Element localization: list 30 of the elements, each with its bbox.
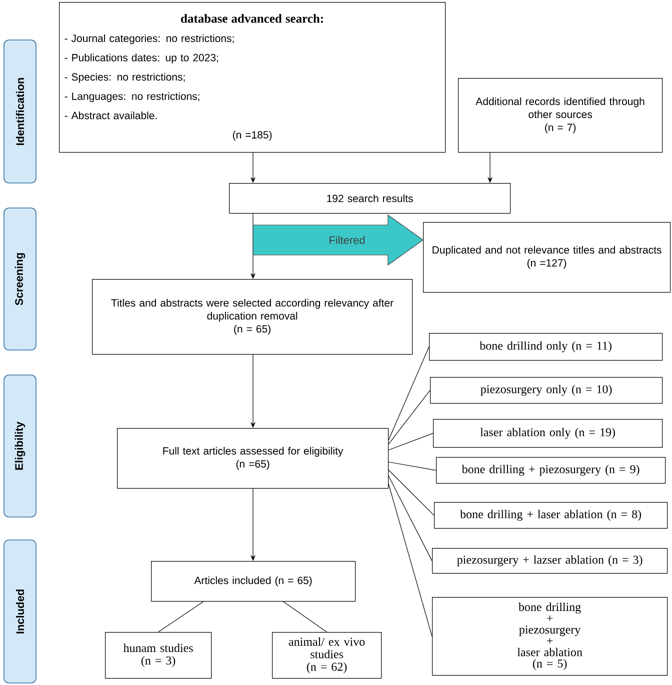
process-box: Full text articles assessed for eligibility (n =65)	[117, 428, 389, 489]
process-box: Additional records identified through other sources (n = 7)	[458, 78, 663, 153]
connector-line	[283, 601, 328, 632]
stage-label: Included	[4, 540, 36, 684]
connector-line	[388, 484, 432, 637]
result-box: animal/ ex vivo studies (n = 62)	[272, 632, 382, 679]
result-box: bone drilling + piezosurgery (n = 9)	[436, 457, 666, 484]
process-box: Articles included (n = 65)	[151, 561, 356, 602]
result-box: laser ablation only (n = 19)	[433, 419, 663, 448]
connector-line	[388, 346, 430, 440]
connector-line	[388, 470, 434, 516]
connector-line	[388, 462, 436, 471]
result-box: piezosurgery only (n = 10)	[430, 377, 663, 404]
connector-line	[388, 476, 432, 562]
result-box: bone drilling + laser ablation (n = 8)	[434, 502, 668, 529]
stage-label: Eligibility	[4, 374, 36, 518]
process-box: Duplicated and not relevance titles and abstracts (n =127)	[423, 222, 671, 293]
result-box: bone drilling + piezosurgery + laser ablation (n = 5)	[432, 597, 668, 676]
result-box: piezosurgery + lazser ablation (n = 3)	[432, 548, 668, 574]
result-box: bone drillind only (n = 11)	[429, 333, 663, 361]
connector-line	[388, 433, 434, 450]
process-box: 192 search results	[229, 183, 511, 214]
edge-label: Filtered	[328, 234, 366, 246]
search-criteria-box: database advanced search: - Journal categories: no restrictions; - Publications dates: up to 2023; - Species: no restrictions; - Languages: no restrictions; - Abstract available. (n =185)	[59, 2, 446, 153]
stage-label: Identification	[4, 40, 36, 184]
connector-line	[388, 390, 430, 444]
connector-line	[158, 601, 204, 632]
stage-label: Screening	[4, 208, 36, 350]
process-box: Titles and abstracts were selected according relevancy after duplication removal (n = 65)	[92, 279, 413, 355]
result-box: hunam studies (n = 3)	[105, 632, 212, 679]
